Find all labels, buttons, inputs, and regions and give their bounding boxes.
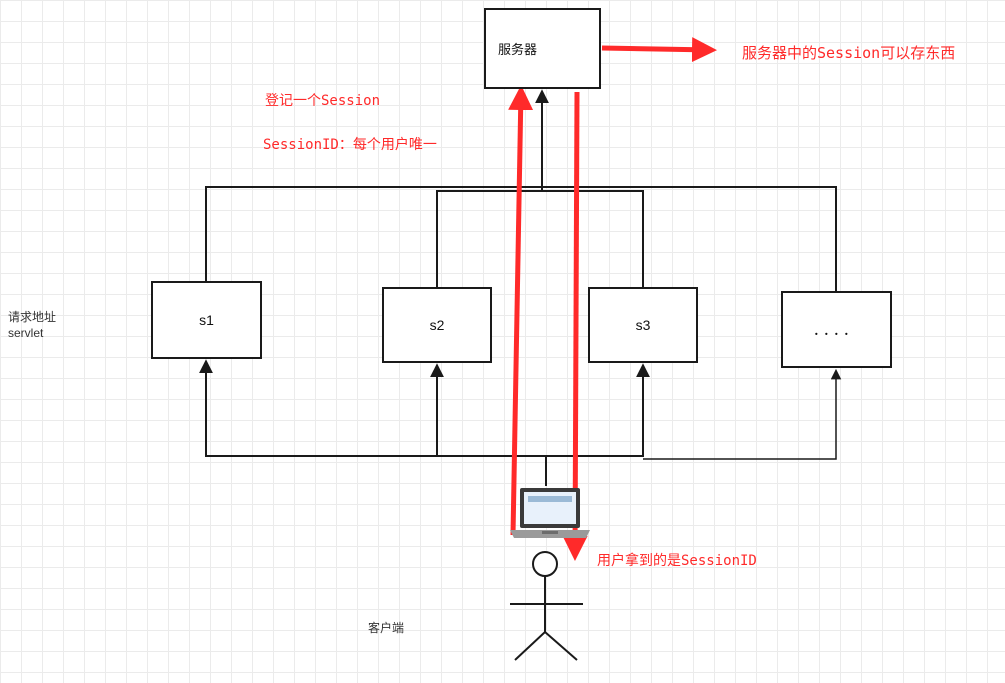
- servlet-box-s3[interactable]: s3: [588, 287, 698, 363]
- servlet-label: s1: [199, 312, 214, 328]
- register-session-label: 登记一个Session: [265, 93, 381, 109]
- laptop-icon: [510, 488, 590, 538]
- servlet-box-s2[interactable]: s2: [382, 287, 492, 363]
- stick-figure-icon: [510, 551, 583, 661]
- server-label: 服务器: [497, 42, 537, 57]
- red-arrow-server-note: [601, 37, 717, 63]
- client-to-dots-arrow: [643, 368, 842, 460]
- servlet-box-s1[interactable]: s1: [151, 281, 262, 359]
- client-to-s1-arrow: [199, 359, 546, 457]
- dots-to-server-line: [542, 186, 837, 291]
- client-to-s3-arrow: [546, 363, 650, 457]
- s2-to-server-line: [436, 190, 542, 287]
- servlet-label: s3: [635, 317, 651, 333]
- request-path-line2: servlet: [8, 326, 44, 340]
- session-id-note: SessionID：每个用户唯一: [263, 137, 437, 153]
- s1-to-server-line: [205, 186, 542, 281]
- servlet-box-more[interactable]: ．．．．: [781, 291, 892, 368]
- servlet-label: s2: [429, 317, 445, 333]
- request-path-line1: 请求地址: [8, 310, 57, 324]
- servlet-label: ．．．．: [813, 321, 860, 338]
- server-session-note: 服务器中的Session可以存东西: [742, 44, 956, 62]
- s3-to-server-line: [542, 190, 644, 287]
- user-gets-session-id-label: 用户拿到的是SessionID: [597, 553, 757, 569]
- red-arrow-down: [562, 91, 588, 561]
- request-path-label: 请求地址 servlet: [8, 309, 56, 341]
- server-box[interactable]: 服务器: [484, 8, 601, 89]
- client-label: 客户端: [368, 621, 405, 635]
- red-arrow-up: [508, 85, 534, 536]
